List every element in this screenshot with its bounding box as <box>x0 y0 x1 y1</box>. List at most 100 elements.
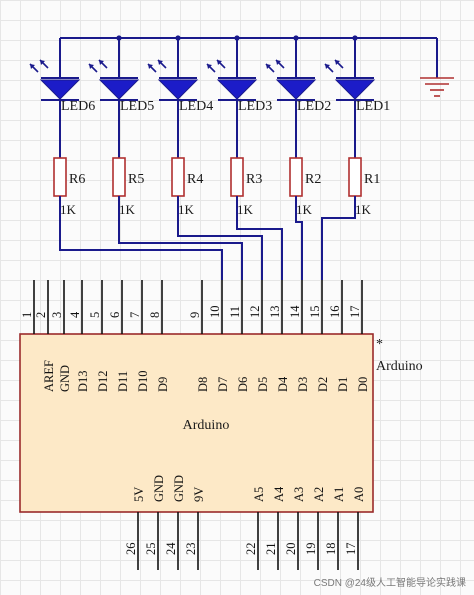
pin-number: 1 <box>20 312 34 318</box>
chip-name: Arduino <box>183 418 230 433</box>
led-to-pin-wire <box>118 196 243 280</box>
pin-number: 22 <box>244 543 258 556</box>
light-arrow-head <box>99 60 104 65</box>
pin-number: 21 <box>264 543 278 556</box>
resistor-label: R3 <box>246 172 262 187</box>
pin-name: 5V <box>132 487 146 502</box>
pin-name: D4 <box>276 376 290 392</box>
pin-name: D13 <box>76 370 90 392</box>
pin-number: 3 <box>50 312 64 318</box>
pin-number: 9 <box>188 312 202 318</box>
resistor-value: 1K <box>355 202 372 217</box>
resistor-label: R2 <box>305 172 321 187</box>
pin-number: 4 <box>68 311 82 318</box>
chip-asterisk: * <box>376 337 383 352</box>
led-to-pin-wire <box>177 196 263 280</box>
pin-number: 5 <box>88 312 102 318</box>
led-to-pin-wire <box>59 196 223 280</box>
pin-number: 17 <box>348 306 362 319</box>
pin-number: 16 <box>328 306 342 319</box>
pin-name: D0 <box>356 377 370 392</box>
led-diode-symbol <box>39 79 81 100</box>
pin-name: A4 <box>272 486 286 502</box>
led-label: LED1 <box>356 99 390 114</box>
resistor-symbol <box>112 157 126 197</box>
light-arrow-head <box>158 60 163 65</box>
pin-name: A0 <box>352 487 366 502</box>
pin-name: D2 <box>316 377 330 392</box>
led-label: LED3 <box>238 99 272 114</box>
pin-number: 7 <box>128 312 142 318</box>
resistor-label: R6 <box>69 172 85 187</box>
pin-name: AREF <box>42 360 56 392</box>
led-diode-symbol <box>334 79 376 100</box>
led-diode-symbol <box>275 79 317 100</box>
pin-name: D9 <box>156 377 170 392</box>
resistor-value: 1K <box>296 202 313 217</box>
resistor-symbol <box>171 157 185 197</box>
pin-name: D10 <box>136 370 150 392</box>
pin-name: D8 <box>196 377 210 392</box>
light-arrow-head <box>335 60 340 65</box>
pin-name: A2 <box>312 487 326 502</box>
pin-number: 10 <box>208 306 222 319</box>
pin-name: GND <box>172 475 186 502</box>
led-to-pin-wire <box>236 196 283 280</box>
resistor-value: 1K <box>178 202 195 217</box>
light-arrow-head <box>89 64 94 69</box>
pin-number: 20 <box>284 543 298 556</box>
resistor-value: 1K <box>60 202 77 217</box>
led-diode-symbol <box>157 79 199 100</box>
resistor-symbol <box>348 157 362 197</box>
pin-name: D3 <box>296 377 310 392</box>
pin-name: GND <box>58 365 72 392</box>
watermark-text: CSDN @24级人工智能导论实践课 <box>314 576 466 589</box>
pin-number: 14 <box>288 305 302 318</box>
pin-name: A3 <box>292 487 306 502</box>
resistor-symbol <box>289 157 303 197</box>
pin-name: D12 <box>96 370 110 392</box>
resistor-label: R4 <box>187 172 203 187</box>
pin-name: GND <box>152 475 166 502</box>
resistor-label: R1 <box>364 172 380 187</box>
pin-number: 24 <box>164 542 178 555</box>
pin-name: A1 <box>332 487 346 502</box>
led-label: LED4 <box>179 99 213 114</box>
led-diode-symbol <box>98 79 140 100</box>
resistor-value: 1K <box>237 202 254 217</box>
light-arrow-head <box>148 64 153 69</box>
chip-designator: Arduino <box>376 359 423 374</box>
pin-name: A5 <box>252 487 266 502</box>
arduino-chip-body <box>19 333 374 513</box>
resistor-value: 1K <box>119 202 136 217</box>
pin-number: 25 <box>144 543 158 556</box>
pin-number: 8 <box>148 312 162 318</box>
led-to-pin-wire <box>295 196 303 280</box>
resistor-symbol <box>230 157 244 197</box>
led-label: LED5 <box>120 99 154 114</box>
led-label: LED6 <box>61 99 95 114</box>
pin-number: 26 <box>124 543 138 556</box>
pin-number: 2 <box>34 312 48 318</box>
pin-number: 11 <box>228 306 242 318</box>
pin-name: D11 <box>116 371 130 392</box>
pin-number: 6 <box>108 312 122 318</box>
light-arrow-head <box>276 60 281 65</box>
pin-name: D7 <box>216 377 230 392</box>
pin-number: 19 <box>304 543 318 556</box>
resistor-symbol <box>53 157 67 197</box>
pin-number: 12 <box>248 306 262 319</box>
light-arrow-head <box>30 64 35 69</box>
pin-number: 18 <box>324 543 338 556</box>
resistor-label: R5 <box>128 172 144 187</box>
light-arrow-head <box>40 60 45 65</box>
pin-number: 17 <box>344 543 358 556</box>
pin-name: D6 <box>236 377 250 392</box>
led-label: LED2 <box>297 99 331 114</box>
pin-number: 23 <box>184 543 198 556</box>
pin-name: D5 <box>256 377 270 392</box>
led-diode-symbol <box>216 79 258 100</box>
pin-name: D1 <box>336 377 350 392</box>
